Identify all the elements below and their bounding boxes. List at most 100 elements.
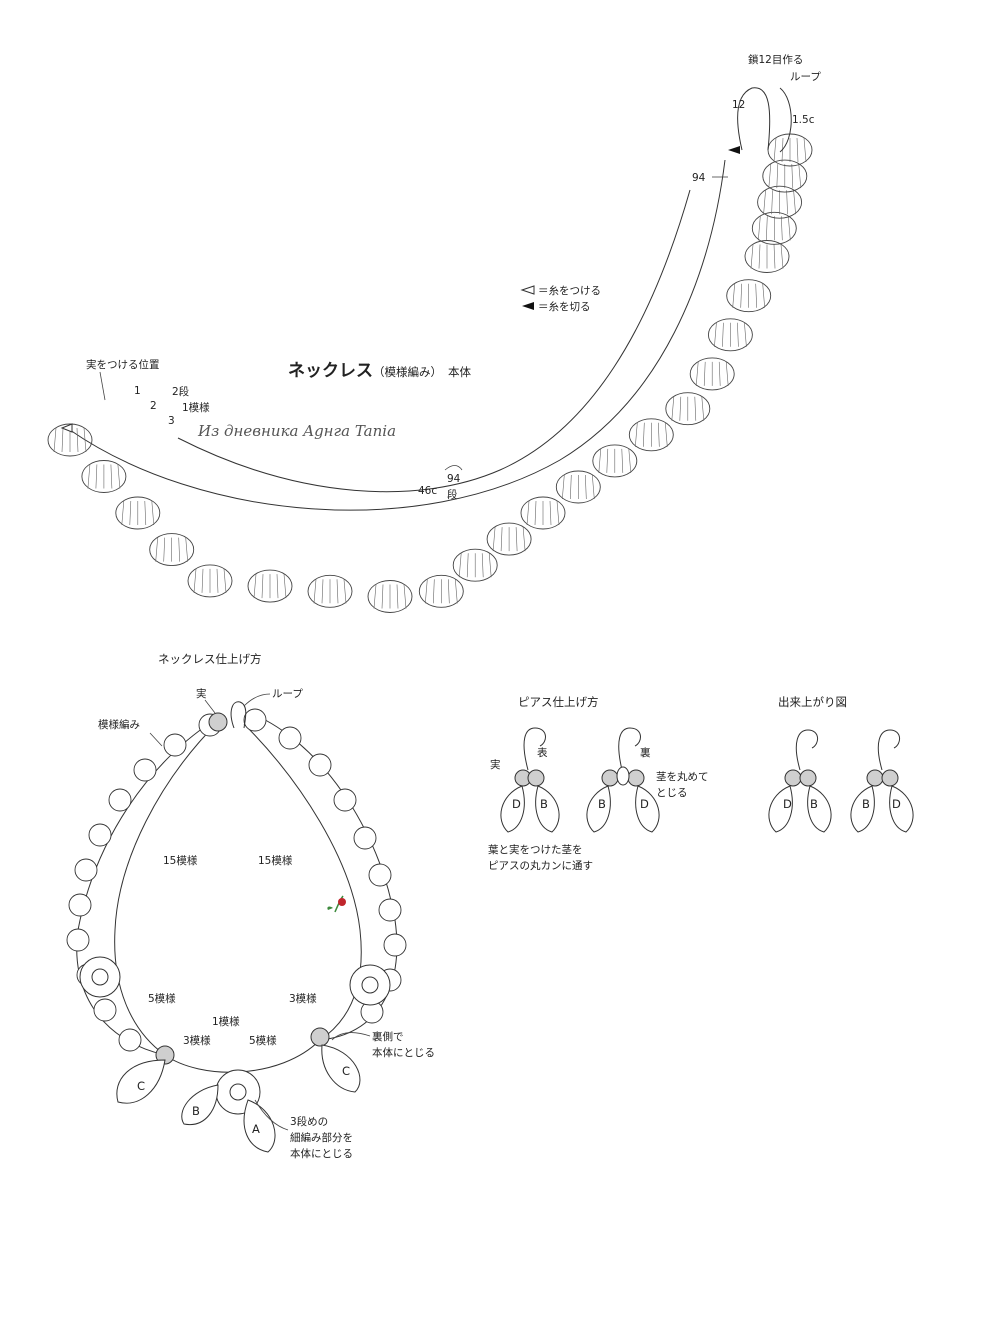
stitch-line bbox=[658, 422, 660, 447]
ruffle-scallop bbox=[726, 279, 772, 313]
ruffle-scallop bbox=[418, 574, 464, 608]
attach-marker bbox=[60, 423, 73, 433]
stitch-line bbox=[773, 244, 776, 269]
stitch-line bbox=[635, 422, 638, 447]
ruffle-scallop bbox=[628, 418, 674, 452]
ruffle-scallop bbox=[247, 569, 293, 603]
stitch-line bbox=[121, 500, 125, 526]
stitch-line bbox=[129, 500, 132, 526]
leaf-a-label: A bbox=[252, 1122, 260, 1136]
stitch-line bbox=[283, 574, 287, 599]
finished-earring-right: B D bbox=[850, 729, 914, 833]
stitch-line bbox=[522, 527, 526, 552]
ruffle-scallop bbox=[367, 580, 413, 613]
ruffle-scallop bbox=[751, 211, 797, 245]
chain-loop bbox=[737, 87, 771, 151]
finished-right-leaf-d: D bbox=[892, 797, 901, 811]
ruffle-scallop bbox=[707, 318, 753, 352]
stitch-line bbox=[534, 500, 537, 526]
scallop-bump bbox=[66, 928, 90, 952]
stitch-line bbox=[448, 579, 450, 604]
ruffle-scallop bbox=[81, 460, 127, 493]
stitch-line bbox=[455, 579, 458, 604]
center-1-label: 1模様 bbox=[212, 1015, 240, 1028]
back-side-line2: 本体にとじる bbox=[372, 1046, 435, 1059]
stitch-line bbox=[803, 137, 807, 163]
leaf-c-right-label: C bbox=[342, 1064, 350, 1078]
earring-finish-title: ピアス仕上げ方 bbox=[518, 695, 599, 709]
scallop-bump bbox=[108, 788, 132, 812]
stitch-line bbox=[771, 190, 773, 215]
loop-count: 12 bbox=[732, 99, 745, 111]
length-46-label: 46c bbox=[418, 485, 437, 497]
scallop-bump bbox=[74, 858, 98, 882]
loop-pointer bbox=[243, 693, 271, 707]
stitch-line bbox=[276, 574, 279, 599]
stitch-line bbox=[526, 500, 530, 526]
back-side-line1: 裏側で bbox=[372, 1030, 404, 1043]
leaf-c-left bbox=[116, 1059, 166, 1104]
stitch-line bbox=[758, 244, 761, 269]
stitch-line bbox=[755, 283, 757, 308]
earring-back-label: 裏 bbox=[640, 746, 651, 759]
stitch-line bbox=[643, 422, 645, 447]
stitch-line bbox=[381, 584, 384, 609]
stitch-line bbox=[87, 464, 91, 489]
scallop-bump bbox=[133, 758, 157, 782]
legend-attach: ＝糸をつける bbox=[538, 285, 601, 297]
rose-icon bbox=[327, 895, 346, 913]
stem-line1: 茎を丸めて bbox=[656, 770, 709, 783]
row3-line3: 本体にとじる bbox=[290, 1147, 353, 1160]
stitch-line bbox=[117, 464, 121, 489]
leaf-c-left-label: C bbox=[137, 1079, 145, 1093]
earring-note-line1: 葉と実をつけた茎を bbox=[488, 843, 583, 856]
stitch-line bbox=[500, 527, 503, 552]
stitch-line bbox=[737, 322, 739, 347]
earring-finish: ピアス仕上げ方 D B 実 表 B D 裏 茎を丸めて とじる 葉と実をつけた茎… bbox=[488, 695, 709, 872]
stitch-line bbox=[763, 190, 766, 215]
earring-berry-label: 実 bbox=[490, 758, 501, 771]
ruffle-scallop bbox=[555, 470, 601, 504]
stitch-line bbox=[776, 164, 779, 189]
necklace-chart-title: ネックレス（模様編み）本体 bbox=[288, 361, 471, 381]
row-1-label: 1 bbox=[134, 385, 141, 397]
stitch-line bbox=[744, 322, 747, 347]
stitch-line bbox=[76, 427, 79, 453]
stitch-line bbox=[61, 427, 64, 453]
row3-line1: 3段めの bbox=[290, 1115, 328, 1128]
legend-cut-icon bbox=[522, 302, 534, 310]
ruffle-scallop bbox=[452, 548, 498, 582]
earring2-leaf-b: B bbox=[598, 797, 606, 811]
berry-position-pointer bbox=[99, 371, 106, 401]
earring-note-line2: ピアスの丸カンに通す bbox=[488, 859, 593, 872]
ruffle-scallop bbox=[520, 496, 566, 530]
scallop-bump bbox=[383, 933, 407, 957]
earring1-leaf-d: D bbox=[512, 797, 521, 811]
stitch-line bbox=[83, 427, 87, 453]
ruffle-scallop bbox=[757, 185, 803, 219]
scallop-bump bbox=[163, 733, 187, 757]
stitch-line bbox=[515, 527, 518, 552]
stitch-line bbox=[585, 474, 587, 500]
ruffle-scallop bbox=[47, 423, 93, 457]
scallop-bump bbox=[93, 998, 117, 1022]
stitch-line bbox=[373, 584, 377, 609]
earring2-leaf-d: D bbox=[640, 797, 649, 811]
scallop-bump bbox=[378, 898, 402, 922]
row-label-bracket bbox=[444, 465, 463, 471]
stitch-line bbox=[679, 396, 682, 421]
stitch-line bbox=[793, 190, 796, 215]
scallop-bump bbox=[118, 1028, 142, 1052]
stitch-line bbox=[750, 244, 754, 269]
earring-front-label: 表 bbox=[537, 746, 548, 759]
pattern-knit-label: 模様編み bbox=[98, 718, 140, 731]
stitch-line bbox=[201, 568, 204, 593]
stitch-line bbox=[758, 216, 761, 241]
stitch-line bbox=[481, 553, 484, 578]
loop-bracket bbox=[779, 87, 792, 153]
stitch-line bbox=[151, 500, 155, 526]
stitch-line bbox=[570, 474, 572, 500]
top-berry bbox=[208, 712, 228, 732]
stitch-line bbox=[216, 568, 219, 593]
